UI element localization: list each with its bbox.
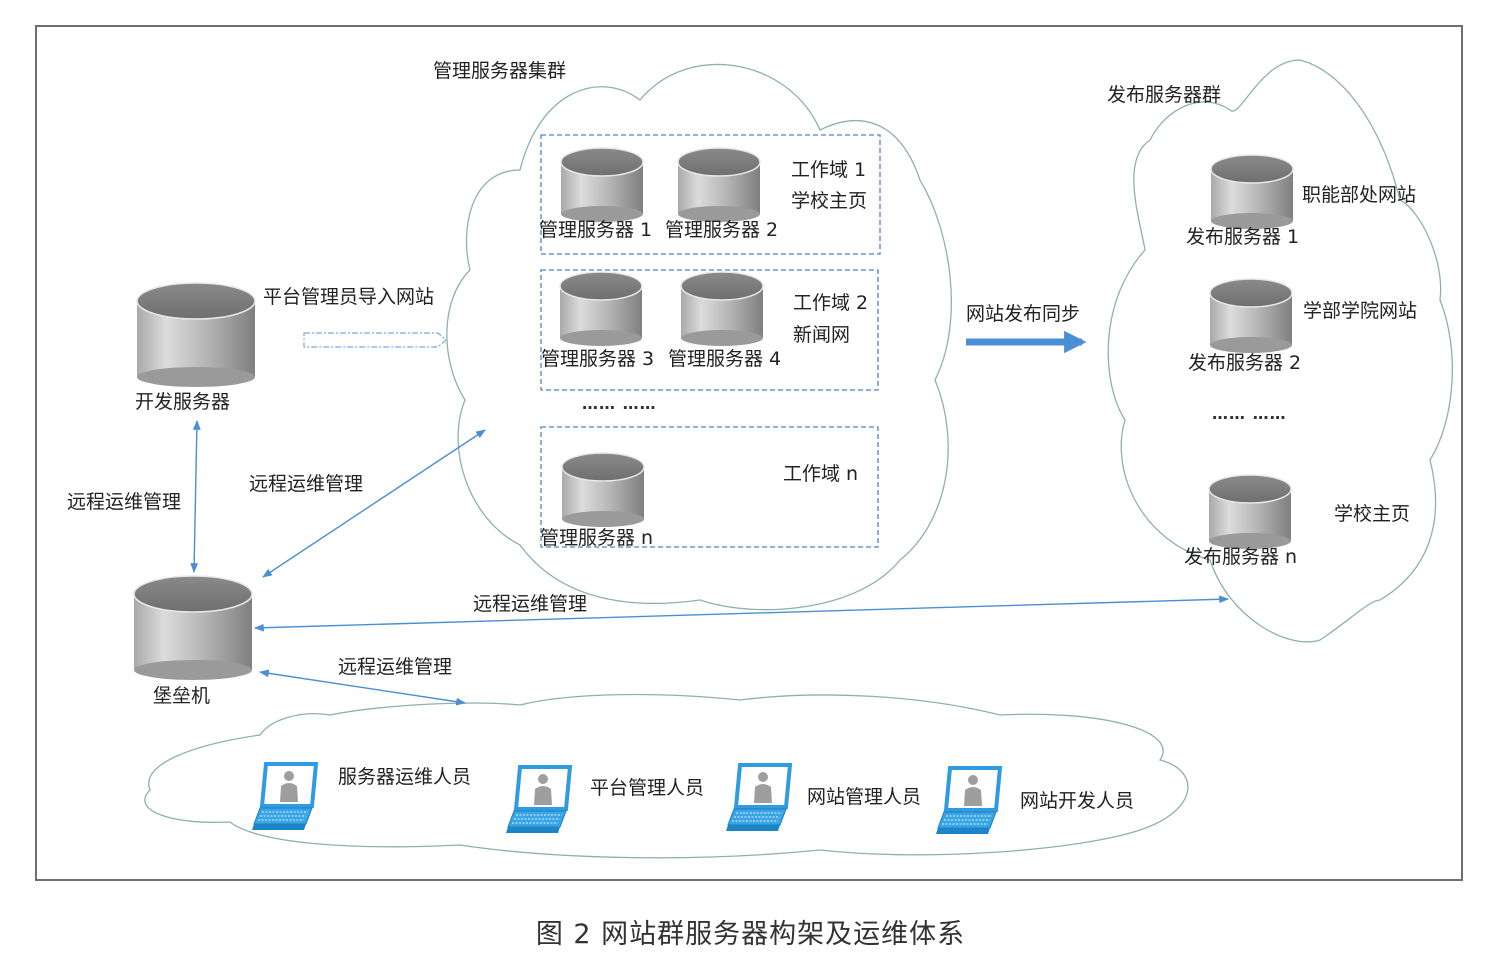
management-server-2-icon xyxy=(677,147,761,223)
user-role-site-admin: 网站管理人员 xyxy=(807,786,922,808)
publish-server-2-site: 学部学院网站 xyxy=(1303,300,1418,322)
dev-server-icon xyxy=(136,282,256,388)
publish-server-2-icon xyxy=(1209,278,1293,354)
work-domain-2-site: 新闻网 xyxy=(793,324,851,346)
import-arrow xyxy=(303,332,447,348)
work-domain-2-box xyxy=(540,269,879,391)
management-server-1-label: 管理服务器 1 xyxy=(539,219,653,241)
remote-dev-edge-label: 远程运维管理 xyxy=(67,491,182,513)
management-server-1-icon xyxy=(560,147,644,223)
remote-publish-arrow xyxy=(254,595,1229,632)
publish-ellipsis: …… …… xyxy=(1212,404,1287,423)
bastion-host-label: 堡垒机 xyxy=(153,685,211,707)
publish-server-1-icon xyxy=(1210,154,1294,230)
dev-server-label: 开发服务器 xyxy=(135,391,231,413)
management-server-2-label: 管理服务器 2 xyxy=(665,219,779,241)
publish-server-n-label: 发布服务器 n xyxy=(1184,546,1298,568)
users-cloud xyxy=(144,693,1189,859)
publish-server-n-site: 学校主页 xyxy=(1334,503,1411,525)
publish-server-n-icon xyxy=(1208,474,1292,550)
remote-publish-edge-label: 远程运维管理 xyxy=(473,593,588,615)
figure-frame xyxy=(35,25,1463,881)
work-domain-2-label: 工作域 2 xyxy=(793,292,869,314)
user-role-site-dev: 网站开发人员 xyxy=(1020,790,1135,812)
work-domain-n-label: 工作域 n xyxy=(783,463,859,485)
user-role-platform-admin: 平台管理人员 xyxy=(590,777,705,799)
publish-server-2-label: 发布服务器 2 xyxy=(1188,352,1302,374)
remote-users-arrow xyxy=(259,669,466,706)
work-domain-n-box xyxy=(540,426,879,548)
management-server-n-label: 管理服务器 n xyxy=(540,527,654,549)
remote-users-edge-label: 远程运维管理 xyxy=(338,656,453,678)
management-server-4-icon xyxy=(680,271,764,347)
management-cluster-title: 管理服务器集群 xyxy=(433,60,567,82)
remote-management-arrow xyxy=(262,429,486,578)
figure-caption: 图 2 网站群服务器构架及运维体系 xyxy=(535,919,966,950)
user-role-server-ops: 服务器运维人员 xyxy=(338,766,472,788)
work-domain-1-label: 工作域 1 xyxy=(791,159,867,181)
management-ellipsis: …… …… xyxy=(582,394,657,413)
publish-cloud xyxy=(1107,59,1453,643)
management-server-n-icon xyxy=(561,452,645,528)
bastion-host-icon xyxy=(133,575,253,681)
import-edge-label: 平台管理员导入网站 xyxy=(263,286,435,308)
work-domain-1-site: 学校主页 xyxy=(791,190,868,212)
work-domain-1-box xyxy=(540,134,881,255)
publish-cluster-title: 发布服务器群 xyxy=(1107,84,1222,106)
remote-dev-arrow xyxy=(190,420,201,573)
management-server-3-icon xyxy=(559,271,643,347)
publish-server-1-label: 发布服务器 1 xyxy=(1186,226,1300,248)
management-server-4-label: 管理服务器 4 xyxy=(668,348,782,370)
publish-server-1-site: 职能部处网站 xyxy=(1302,184,1417,206)
remote-management-edge-label: 远程运维管理 xyxy=(249,473,364,495)
publish-sync-edge-label: 网站发布同步 xyxy=(966,303,1081,325)
management-server-3-label: 管理服务器 3 xyxy=(541,348,655,370)
